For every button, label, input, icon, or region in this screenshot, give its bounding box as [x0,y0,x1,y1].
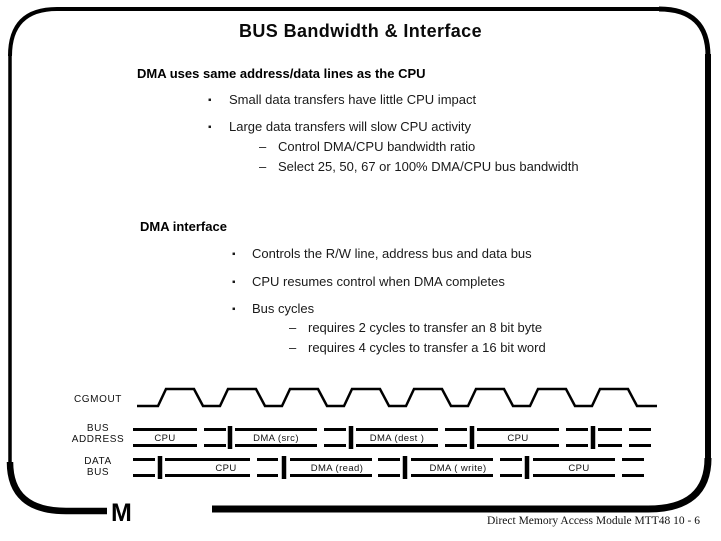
bus-address-segment-label: DMA (dest ) [370,433,425,444]
data-bus-segment-label: DMA (read) [311,463,364,474]
footer-text: Direct Memory Access Module MTT48 10 - 6 [486,515,700,527]
signal-label-cgmout: CGMOUT [74,394,122,405]
data-bus-segment-label: CPU [568,463,589,474]
section1-bullet-2: Large data transfers will slow CPU activ… [229,119,472,134]
section1-heading: DMA uses same address/data lines as the … [137,66,426,81]
timing-diagram: CGMOUT BUS ADDRESS DATA BUS CPU DMA (src… [72,387,657,479]
signal-label-bus-address-line1: BUS [87,423,109,434]
section2-bullet-3: Bus cycles [252,301,315,316]
m-logo: M [111,499,132,527]
dash-icon: – [259,159,267,174]
clock-waveform [137,387,657,408]
bullet-icon: ▪ [232,249,236,260]
bus-address-segment-label: CPU [507,433,528,444]
section2-heading: DMA interface [140,219,227,234]
page-title: BUS Bandwidth & Interface [238,21,483,41]
bus-address-segment-label: CPU [154,433,175,444]
bullet-icon: ▪ [232,277,236,288]
section1-bullet-1: Small data transfers have little CPU imp… [229,92,477,107]
bullet-icon: ▪ [208,95,212,106]
section1-sub-2: Select 25, 50, 67 or 100% DMA/CPU bus ba… [278,159,579,174]
signal-label-data-bus-line2: BUS [87,467,109,478]
dash-icon: – [259,139,267,154]
signal-label-data-bus-line1: DATA [84,456,112,467]
data-bus-transition-bars [157,456,530,479]
data-bus-segment-label: DMA ( write) [429,463,486,474]
section2-bullet-2: CPU resumes control when DMA completes [252,274,505,289]
bullet-icon: ▪ [208,122,212,133]
dash-icon: – [289,340,297,355]
bus-address-segment-label: DMA (src) [253,433,299,444]
bus-address-transition-bars [227,426,596,449]
section1-sub-1: Control DMA/CPU bandwidth ratio [278,139,476,154]
section2-sub-1: requires 2 cycles to transfer an 8 bit b… [308,320,543,335]
signal-label-bus-address-line2: ADDRESS [72,434,125,445]
dash-icon: – [289,320,297,335]
section2-bullet-1: Controls the R/W line, address bus and d… [252,246,532,261]
data-bus-segment-label: CPU [215,463,236,474]
bullet-icon: ▪ [232,304,236,315]
section2-sub-2: requires 4 cycles to transfer a 16 bit w… [308,340,546,355]
slide-border-icon [6,6,712,515]
